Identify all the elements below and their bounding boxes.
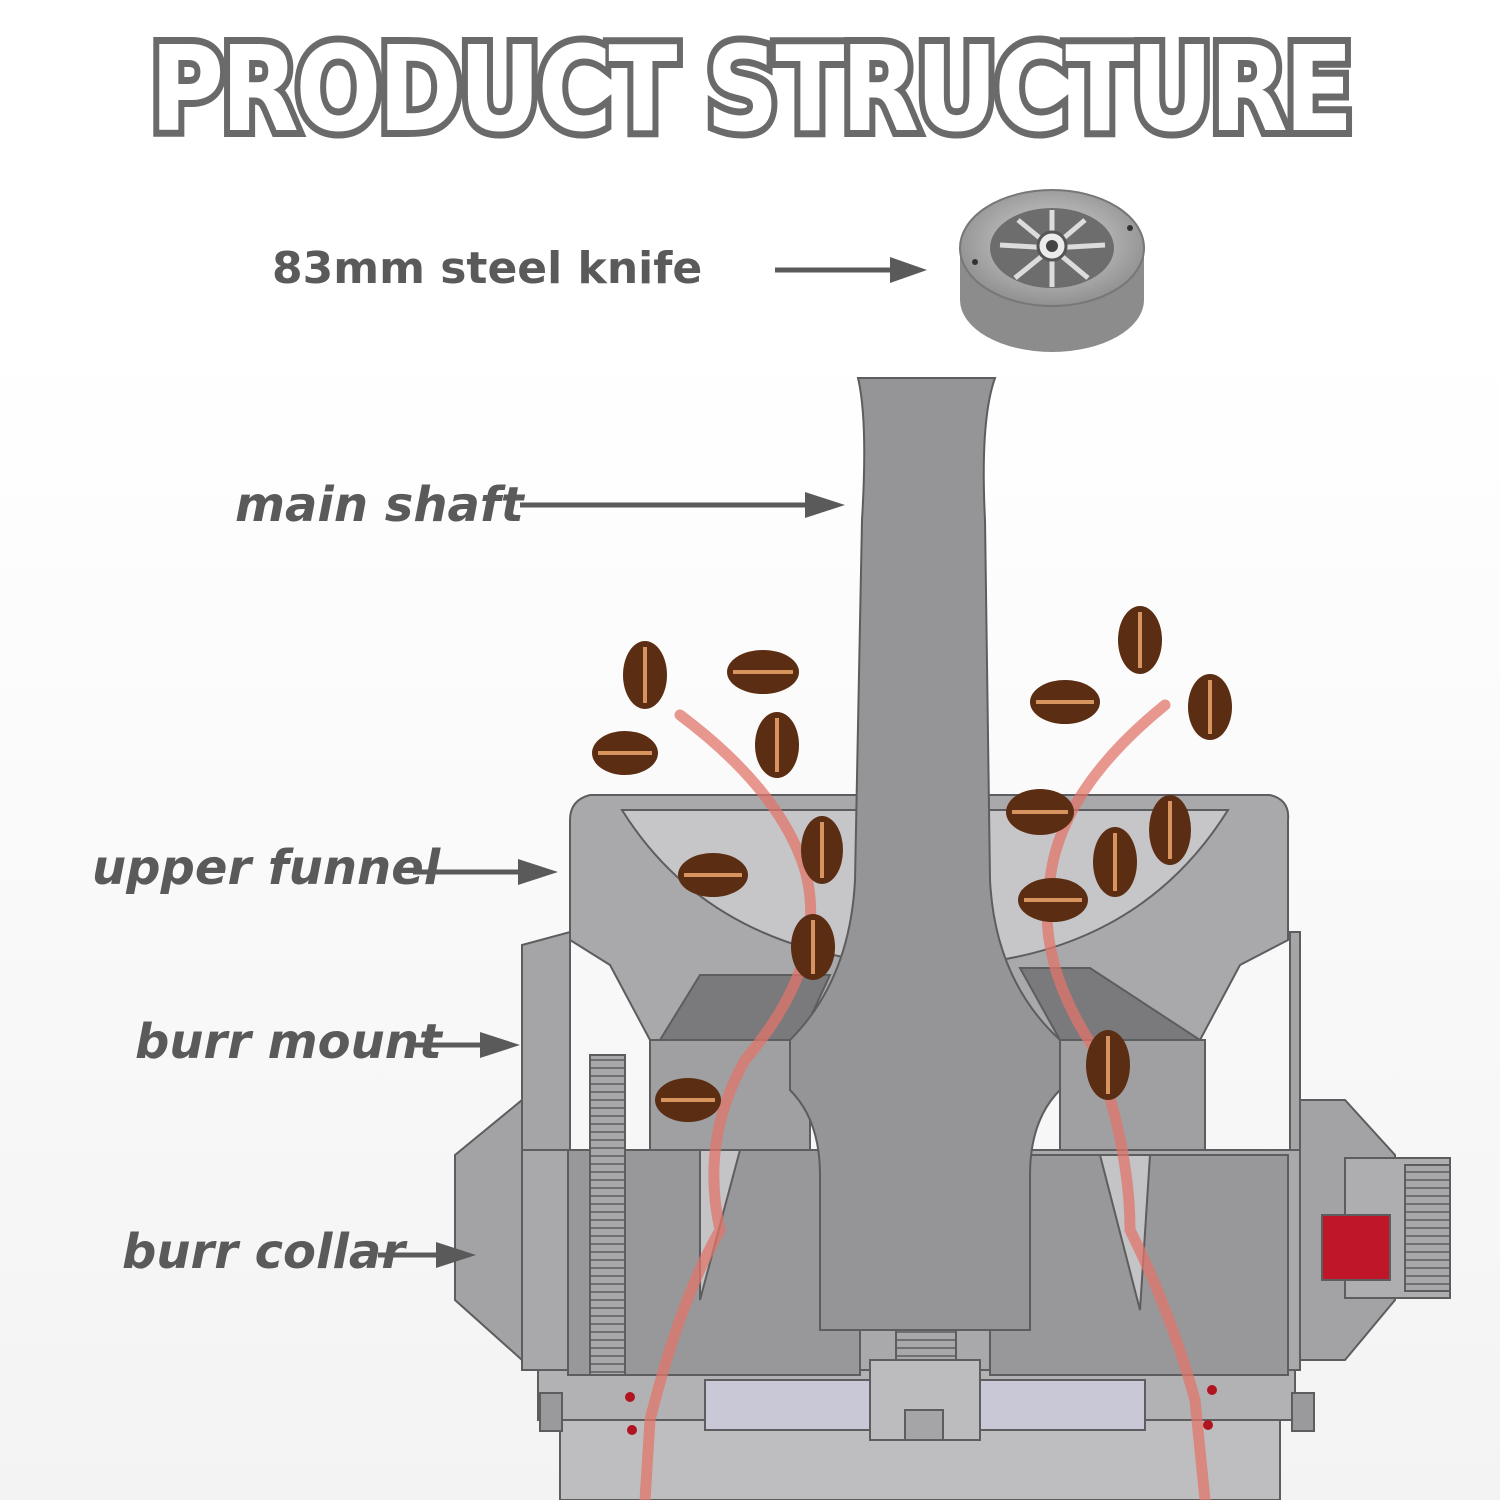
steel-knife-image — [959, 189, 1145, 352]
burr-mount-label: burr mount — [135, 1014, 442, 1070]
burr-collar-label: burr collar — [122, 1224, 405, 1280]
title-banner: PRODUCT STRUCTURE — [0, 18, 1500, 168]
arrow-icon — [378, 1242, 476, 1268]
arrow-icon — [415, 1032, 520, 1058]
page-title: PRODUCT STRUCTURE — [150, 20, 1350, 158]
burr-collar-housing — [454, 1097, 1451, 1363]
main-shaft-label: main shaft — [235, 477, 524, 533]
arrow-icon — [413, 859, 558, 885]
coffee-beans — [592, 606, 1232, 1122]
main-shaft — [789, 377, 1061, 1331]
upper-funnel-label: upper funnel — [92, 840, 441, 896]
red-dots — [625, 1385, 1217, 1435]
knife-label: 83mm steel knife — [272, 243, 703, 294]
arrow-icon — [775, 257, 927, 283]
arrow-icon — [520, 492, 845, 518]
